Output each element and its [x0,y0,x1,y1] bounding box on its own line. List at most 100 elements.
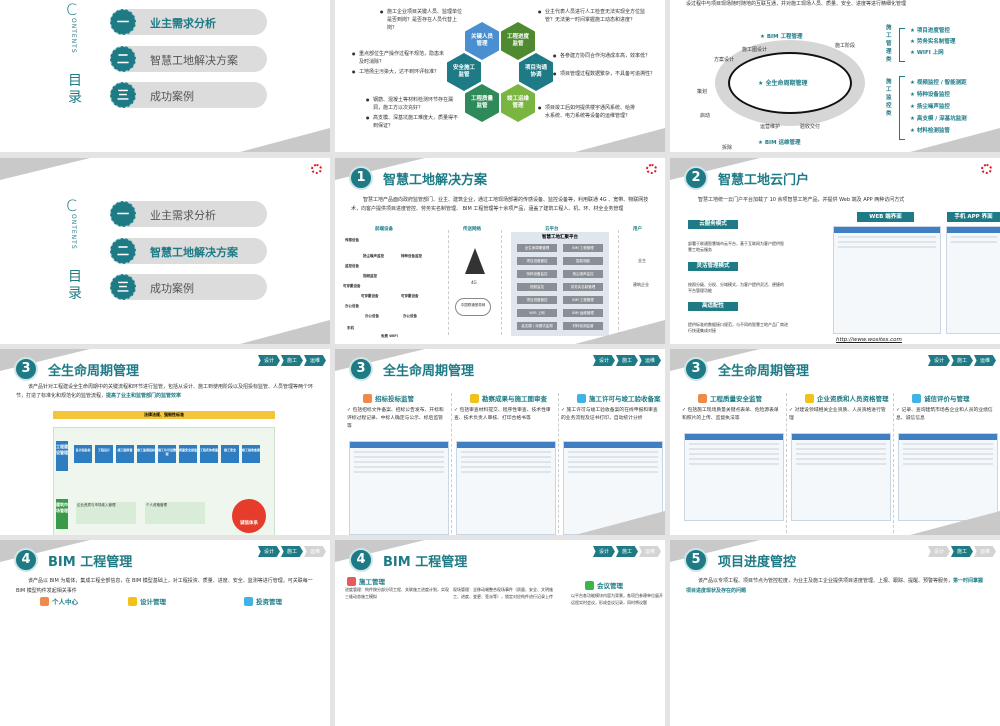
toc-lu: 录 [68,286,82,302]
intro-text: 该产品以专项工程、项目节点为管控粒度，为业主及施工企业提供项目进度管理、上报、跟… [686,576,986,596]
stage-label: 拆除 [722,145,733,151]
decor-triangle [575,128,665,152]
divider [618,230,619,335]
credit-badge: 诚信体系 [232,499,266,533]
slide-title: BIM 工程管理 [383,555,468,570]
slide-mgmt-1[interactable]: 设计施工运维 3 全生命周期管理 招标投标监管✓ 包括招标文件备案、招标公告发布… [335,349,665,535]
toc-item-2[interactable]: 二智慧工地解决方案 [110,238,267,264]
toc-item-1[interactable]: 一业主需求分析 [110,9,267,35]
stage-label: 方案设计 [714,57,735,63]
hex-progress: 工程进度监管 [501,22,535,60]
feature-text: ✓ 包括审查材料提交、程序性审查、技术性审查、技术负责人审核、打印合格书等 [454,408,551,421]
china-unicom-logo [964,164,994,182]
feature-text: ✓ 施工许可与竣工验收备案的在线申报和审查的业务流程及证书打印，自动统计分析 [561,408,658,421]
decor-triangle [240,128,330,152]
feature-text: 进度管理：构件按分部分项工程、关联施工进度计划，实现三维动态施工模拟 [345,587,449,599]
col-head: 工程质量安全监管 [698,393,762,403]
slide-pain-points[interactable]: 关键人员管理 工程进度监管 安全施工监管 项目沟通协调 工程质量监管 竣工运维管… [335,0,665,152]
col-head: 勘察成果与施工图审查 [470,393,547,403]
toc-mu: 目 [68,73,82,89]
decor-triangle [575,511,665,535]
crumb-build: 施工 [280,355,303,366]
section-number: 3 [349,357,373,381]
slide-bim-2[interactable]: 设计施工运维 4 BIM 工程管理 施工管理 进度管理：构件按分部分项工程、关联… [335,540,665,726]
toc-item-3[interactable]: 三成功案例 [110,274,267,300]
crumb-ops: 运维 [303,546,326,557]
slide-bim-1[interactable]: 设计施工运维 4 BIM 工程管理 该产品以 BIM 为载体，集成工程全部信息，… [0,540,330,726]
col-head-label: 投资管理 [256,598,282,606]
slide-progress[interactable]: 设计施工运维 5 项目进度管控 该产品以专项工程、项目节点为管控粒度，为业主及施… [670,540,1000,726]
toc-item-3[interactable]: 三成功案例 [110,82,267,108]
flow-step: 施工图审查 [116,445,134,463]
bullet: 施工企业项目关键人员、监理单位是否到岗？是否存在人员代替上岗？ [380,8,465,32]
hex-quality: 工程质量监管 [465,84,499,122]
hex-safety: 安全施工监管 [447,53,481,91]
col-head-label: 工程质量安全监管 [710,395,762,403]
flow-step: 工程实体质量 [200,445,218,463]
flow-step: 设计招投标 [74,445,92,463]
feature-icon [912,393,921,403]
app-screenshot [946,226,1000,334]
breadcrumb: 设计施工运维 [927,546,996,557]
col-head-label: 施工管理 [359,578,385,586]
stage-label: 策划 [697,89,708,95]
hex-communication: 项目沟通协调 [519,53,553,91]
intro-a: 该产品针对工程建设全生命周期中的关键流程和环节进行监管，包括从设计、施工到使用阶… [16,384,314,399]
slide-toc-1[interactable]: C ONTENTS 目 录 一业主需求分析 二智慧工地解决方案 三成功案例 [0,0,330,152]
slide-portal[interactable]: 2 智慧工地云门户 智慧工地统一云门户平台加载了 10 余项智慧工地产品，并提供… [670,158,1000,344]
slide-toc-2[interactable]: C ONTENTS 目 录 一业主需求分析 二智慧工地解决方案 三成功案例 [0,158,330,344]
slide-lifecycle-ring[interactable]: 智慧工地产品为业主构建一个智能、高效、绿色、精益的“互联网 +”云平台，实现从项… [670,0,1000,152]
side-label: 工程建设管理 [56,441,68,471]
section-number: 2 [684,166,708,190]
app-label: 手机 APP 界面 [947,212,1000,222]
slide-title: 全生命周期管理 [383,364,475,379]
flow-step: 施工许可证管理 [158,445,176,463]
crumb-build: 施工 [950,355,973,366]
device-label: 特种设备监控 [401,254,422,258]
flow-step: 施工安全 [221,445,239,463]
divider [451,393,452,533]
toc-label: 智慧工地解决方案 [150,246,238,259]
col-head: 云平台 [545,227,559,232]
lower-group: 企业资质与市场准入管理 [76,502,136,524]
group-item: ★ 特种设备监控 [910,92,950,98]
section-number: 4 [14,548,38,572]
platform-module: 劳务实名制管理 [563,283,603,291]
feature-text: 现场管理：全移动端整合现场事件（质量、安全、文明施工、进度、变更、签派等），锁定… [453,587,553,599]
platform-module: BIM 工程管理 [563,296,603,304]
intro-highlight: 第一时间掌握项目进度现状及存在的问题 [686,578,984,594]
col-head: 个人中心 [40,596,78,606]
group-item: ★ 劳务实名制管理 [910,39,956,45]
platform-module: 视频监控 [517,283,557,291]
divider [558,393,559,533]
website-link[interactable]: http://www.wosites.com [836,337,902,343]
toc-num: 三 [110,82,136,108]
breadcrumb: 设计施工运维 [257,546,326,557]
toc-item-2[interactable]: 二智慧工地解决方案 [110,46,267,72]
contents-letter-c: C [66,0,78,19]
bullet: 项目管理过程数据繁杂，不具备可追溯性？ [553,70,655,78]
intro-a: 该产品以专项工程、项目节点为管控粒度，为业主及施工企业提供项目进度管理、上报、跟… [698,578,954,584]
platform-module: 特种设备监控 [517,270,557,278]
device-label: 传感设备 [345,238,359,242]
slide-flow[interactable]: 设计施工运维 3 全生命周期管理 该产品针对工程建设全生命周期中的关键流程和环节… [0,349,330,535]
group-item: ★ 项目进度管控 [910,28,950,34]
intro-text: 该产品以 BIM 为载体，集成工程全部信息，在 BIM 模型基础上，对工程投资、… [16,578,313,594]
slide-solution[interactable]: 1 智慧工地解决方案 智慧工地产品面向政府监管部门、业主、建筑企业，通过工地现场… [335,158,665,344]
decor-triangle [0,158,90,180]
decor-triangle [240,320,330,344]
divider [893,393,894,533]
device-label: 可穿戴设备 [401,294,419,298]
slide-mgmt-2[interactable]: 设计施工运维 3 全生命周期管理 工程质量安全监管✓ 包括施工现场质量关键点表单… [670,349,1000,535]
group-item: ★ 扬尘噪声监控 [910,104,950,110]
platform-module: WiFi 上网 [517,309,557,317]
col-head-label: 招标投标监管 [375,395,414,403]
bracket [899,28,905,62]
breadcrumb: 设计施工运维 [257,355,326,366]
contents-letter-c: C [66,196,78,215]
feature-text: ✓ 包括招标文件备案、招标公告发布、开标和评标过程记录、中标人确定与公示、标后监… [347,408,444,429]
col-head: 施工管理 [347,576,385,586]
platform-module: BIM 运维管理 [563,309,603,317]
intro-text: 智慧工地产品面向政府监管部门、业主、建筑企业，通过工地现场部署的传感设备、监控设… [351,197,649,212]
toc-item-1[interactable]: 一业主需求分析 [110,201,267,227]
